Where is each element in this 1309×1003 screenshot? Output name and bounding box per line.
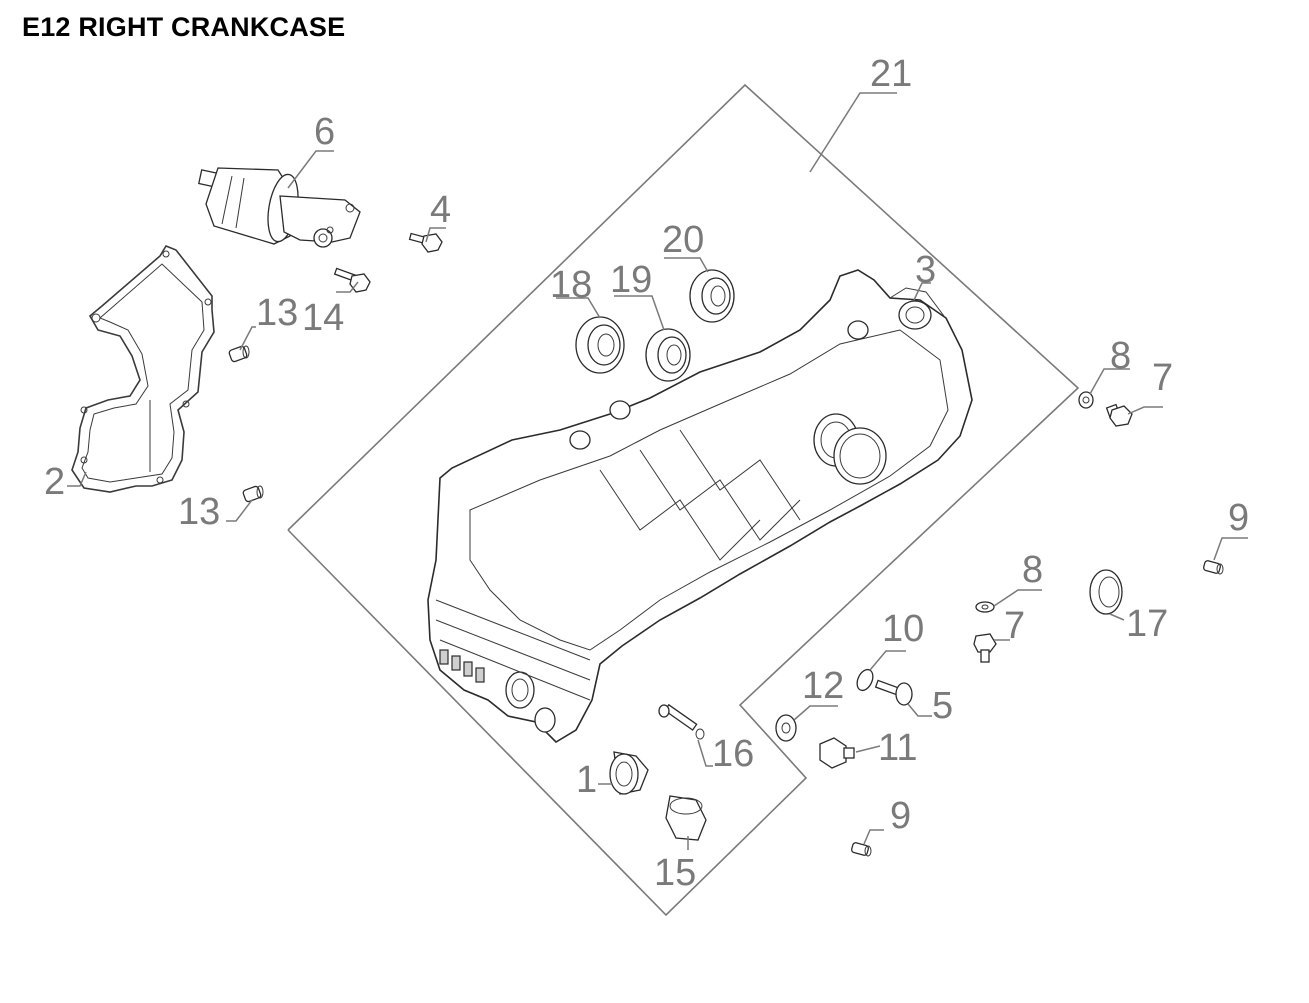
dowel-pin-part [228, 345, 250, 363]
bearing-part [575, 316, 625, 374]
callout-8[interactable]: 8 [1110, 335, 1131, 377]
callout-3[interactable]: 3 [915, 249, 936, 291]
callout-12[interactable]: 12 [802, 665, 844, 707]
bolt-part [874, 679, 913, 706]
callout-11[interactable]: 11 [878, 727, 917, 769]
dowel-pin-part [851, 842, 872, 857]
drain-plug-part [973, 633, 997, 663]
bearing-part [645, 328, 691, 382]
washer-part [975, 601, 995, 613]
dowel-pin-part [242, 485, 264, 503]
callout-7[interactable]: 7 [1152, 357, 1173, 399]
callout-4[interactable]: 4 [430, 189, 451, 231]
callout-15[interactable]: 15 [654, 852, 696, 894]
callout-13[interactable]: 13 [178, 491, 220, 533]
dowel-pin-part [1203, 560, 1224, 575]
oil-seal-part [1089, 569, 1123, 615]
callout-13[interactable]: 13 [256, 292, 298, 334]
page-title: E12 RIGHT CRANKCASE [22, 12, 346, 42]
callout-20[interactable]: 20 [662, 219, 704, 261]
bearing-part [689, 269, 735, 323]
callout-18[interactable]: 18 [550, 264, 592, 306]
washer-part [1078, 391, 1094, 409]
callout-9[interactable]: 9 [1228, 497, 1249, 539]
callout-8[interactable]: 8 [1022, 549, 1043, 591]
starter-motor-part [198, 167, 361, 248]
callout-21[interactable]: 21 [870, 53, 912, 95]
callout-17[interactable]: 17 [1126, 603, 1168, 645]
callout-7[interactable]: 7 [1004, 605, 1025, 647]
bracket-part [889, 287, 945, 317]
callout-14[interactable]: 14 [302, 297, 344, 339]
gasket-part [71, 245, 215, 493]
callout-5[interactable]: 5 [932, 685, 953, 727]
o-ring-part [856, 668, 874, 692]
right-crankcase-part [427, 269, 973, 744]
bearing-part [609, 751, 649, 795]
callout-10[interactable]: 10 [882, 608, 924, 650]
bolt-part [819, 737, 855, 769]
assembly-outline [287, 83, 1080, 917]
callout-19[interactable]: 19 [610, 259, 652, 301]
drain-plug-part [1105, 403, 1133, 427]
callout-9[interactable]: 9 [890, 795, 911, 837]
bolt-part [333, 267, 371, 293]
bushing-part [665, 795, 707, 841]
callout-labels: 21 6 4 13 14 13 2 18 19 20 3 8 7 9 8 7 1… [44, 53, 1249, 894]
callout-6[interactable]: 6 [314, 111, 335, 153]
bolt-part [408, 232, 443, 253]
callout-2[interactable]: 2 [44, 461, 65, 503]
pin-part [658, 703, 705, 740]
leader-lines [67, 92, 1248, 850]
washer-part [775, 714, 797, 742]
callout-16[interactable]: 16 [712, 733, 754, 775]
callout-1[interactable]: 1 [576, 759, 597, 801]
